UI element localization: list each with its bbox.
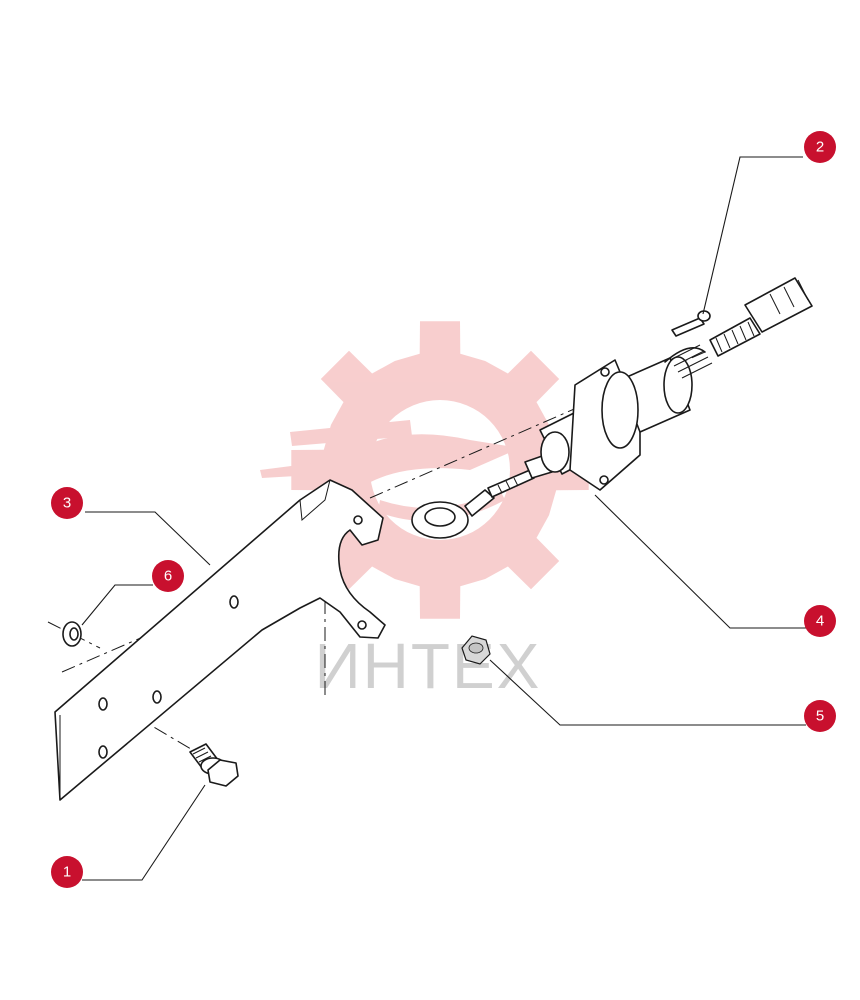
callout-5: 5 [804,700,836,732]
connector-and-screw [671,277,813,357]
callout-6: 6 [152,560,184,592]
callout-2: 2 [804,131,836,163]
callout-4-label: 4 [816,613,824,630]
leader-5 [489,659,806,726]
leader-6 [81,584,153,626]
leader-3 [85,511,211,566]
mounting-bracket [54,479,386,801]
callout-4: 4 [804,605,836,637]
washer [62,621,82,647]
nut [461,635,491,665]
leader-2 [702,156,803,315]
leader-1 [82,784,206,881]
callout-3: 3 [51,487,83,519]
callout-3-label: 3 [63,495,71,512]
watermark-text: ИНТЕХ [315,630,542,702]
callout-6-label: 6 [164,568,172,585]
solenoid [411,344,713,539]
callout-5-label: 5 [816,708,824,725]
callout-1-label: 1 [63,864,71,881]
callout-2-label: 2 [816,139,824,156]
flange-bolt [189,743,239,787]
callout-1: 1 [51,856,83,888]
leader-lines [81,156,806,881]
leader-4 [594,494,806,629]
callouts: 1 2 3 4 5 6 [51,131,836,888]
